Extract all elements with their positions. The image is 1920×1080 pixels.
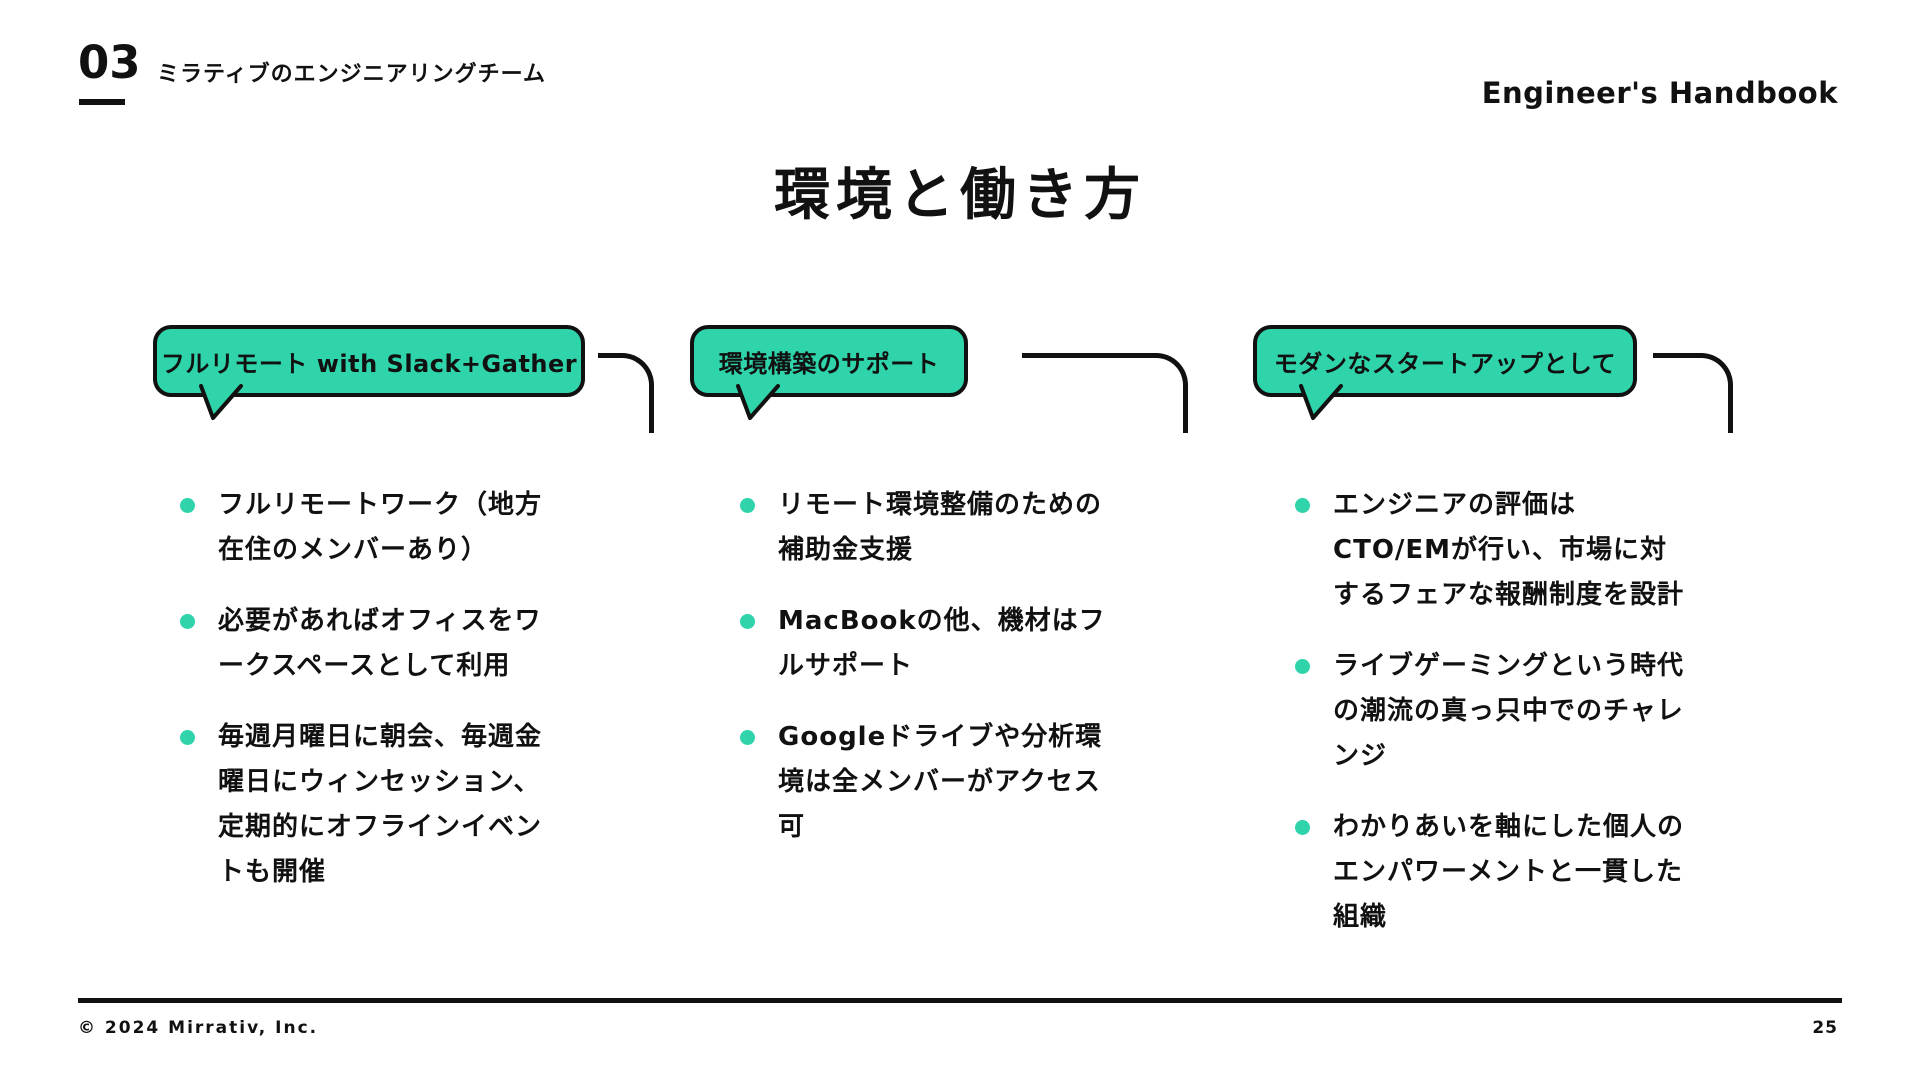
list-item: わかりあいを軸にした個人のエンパワーメントと一貫した組織 — [1295, 805, 1687, 940]
page-number: 25 — [1812, 1018, 1838, 1038]
bubble-label: モダンなスタートアップとして — [1273, 349, 1617, 378]
bullet-text: MacBookの他、機材はフルサポート — [778, 606, 1106, 681]
connector-line — [1653, 353, 1733, 433]
speech-bubble-tail-icon — [199, 384, 243, 420]
section-title: ミラティブのエンジニアリングチーム — [157, 62, 547, 87]
bullet-text: 毎週月曜日に朝会、毎週金曜日にウィンセッション、定期的にオフラインイベントも開催 — [218, 722, 543, 887]
bullet-text: Googleドライブや分析環境は全メンバーがアクセス可 — [778, 722, 1103, 842]
section-number: 03 — [78, 36, 141, 89]
bullet-dot-icon — [1295, 820, 1310, 835]
handbook-label: Engineer's Handbook — [1481, 76, 1838, 110]
bullet-text: わかりあいを軸にした個人のエンパワーメントと一貫した組織 — [1333, 812, 1685, 932]
column-env-support: リモート環境整備のための補助金支援 MacBookの他、機材はフルサポート Go… — [740, 483, 1115, 876]
bullet-text: リモート環境整備のための補助金支援 — [778, 490, 1103, 565]
footer-divider — [78, 998, 1842, 1003]
bubble-modern-startup: モダンなスタートアップとして — [1253, 325, 1637, 420]
list-item: 必要があればオフィスをワークスペースとして利用 — [180, 599, 555, 689]
connector-line — [1022, 353, 1188, 433]
list-item: 毎週月曜日に朝会、毎週金曜日にウィンセッション、定期的にオフラインイベントも開催 — [180, 715, 555, 895]
section-number-underline — [79, 99, 125, 105]
list-item: フルリモートワーク（地方在住のメンバーあり） — [180, 483, 555, 573]
bullet-dot-icon — [740, 730, 755, 745]
speech-bubble-tail-icon — [1299, 384, 1343, 420]
list-item: MacBookの他、機材はフルサポート — [740, 599, 1115, 689]
list-item: Googleドライブや分析環境は全メンバーがアクセス可 — [740, 715, 1115, 850]
bubble-full-remote: フルリモート with Slack+Gather — [153, 325, 585, 420]
bullet-dot-icon — [1295, 498, 1310, 513]
bubble-label: 環境構築のサポート — [718, 349, 940, 378]
bullet-text: エンジニアの評価はCTO/EMが行い、市場に対するフェアな報酬制度を設計 — [1333, 490, 1685, 610]
bullet-text: フルリモートワーク（地方在住のメンバーあり） — [218, 490, 543, 565]
bullet-text: ライブゲーミングという時代の潮流の真っ只中でのチャレンジ — [1333, 651, 1685, 771]
bullet-text: 必要があればオフィスをワークスペースとして利用 — [218, 606, 542, 681]
bullet-dot-icon — [180, 614, 195, 629]
bullet-dot-icon — [740, 498, 755, 513]
list-item: ライブゲーミングという時代の潮流の真っ只中でのチャレンジ — [1295, 644, 1687, 779]
column-full-remote: フルリモートワーク（地方在住のメンバーあり） 必要があればオフィスをワークスペー… — [180, 483, 555, 921]
list-item: エンジニアの評価はCTO/EMが行い、市場に対するフェアな報酬制度を設計 — [1295, 483, 1687, 618]
bubble-label: フルリモート with Slack+Gather — [160, 349, 578, 378]
page-title: 環境と働き方 — [774, 163, 1146, 228]
speech-bubble-tail-icon — [736, 384, 780, 420]
column-modern-startup: エンジニアの評価はCTO/EMが行い、市場に対するフェアな報酬制度を設計 ライブ… — [1295, 483, 1687, 966]
bubble-env-support: 環境構築のサポート — [690, 325, 968, 420]
bullet-dot-icon — [180, 498, 195, 513]
copyright: © 2024 Mirrativ, Inc. — [78, 1018, 319, 1038]
bullet-dot-icon — [180, 730, 195, 745]
bullet-dot-icon — [1295, 659, 1310, 674]
bullet-dot-icon — [740, 614, 755, 629]
connector-line — [598, 353, 654, 433]
list-item: リモート環境整備のための補助金支援 — [740, 483, 1115, 573]
